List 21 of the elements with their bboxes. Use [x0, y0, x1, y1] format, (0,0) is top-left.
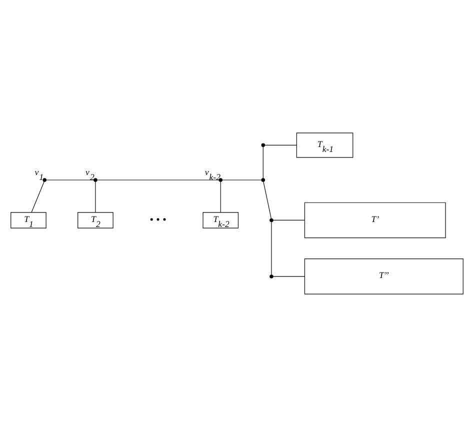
connector — [262, 146, 264, 178]
node-circle — [270, 274, 274, 278]
connector — [264, 144, 297, 145]
connector — [271, 221, 272, 275]
node-box: T’’ — [304, 258, 464, 294]
connector — [96, 179, 220, 180]
connector — [272, 219, 305, 220]
node-circle — [94, 178, 98, 182]
node-circle — [42, 178, 46, 182]
label: • • • — [150, 213, 166, 226]
node-circle — [261, 178, 266, 182]
connector — [222, 179, 262, 180]
node-circle — [261, 142, 266, 147]
connector — [263, 180, 272, 218]
connector — [95, 180, 96, 212]
connector — [220, 180, 221, 212]
node-circle — [270, 218, 274, 222]
node-circle — [218, 178, 222, 182]
connector — [31, 180, 44, 212]
node-box: T’ — [304, 202, 446, 238]
connector — [46, 179, 94, 180]
